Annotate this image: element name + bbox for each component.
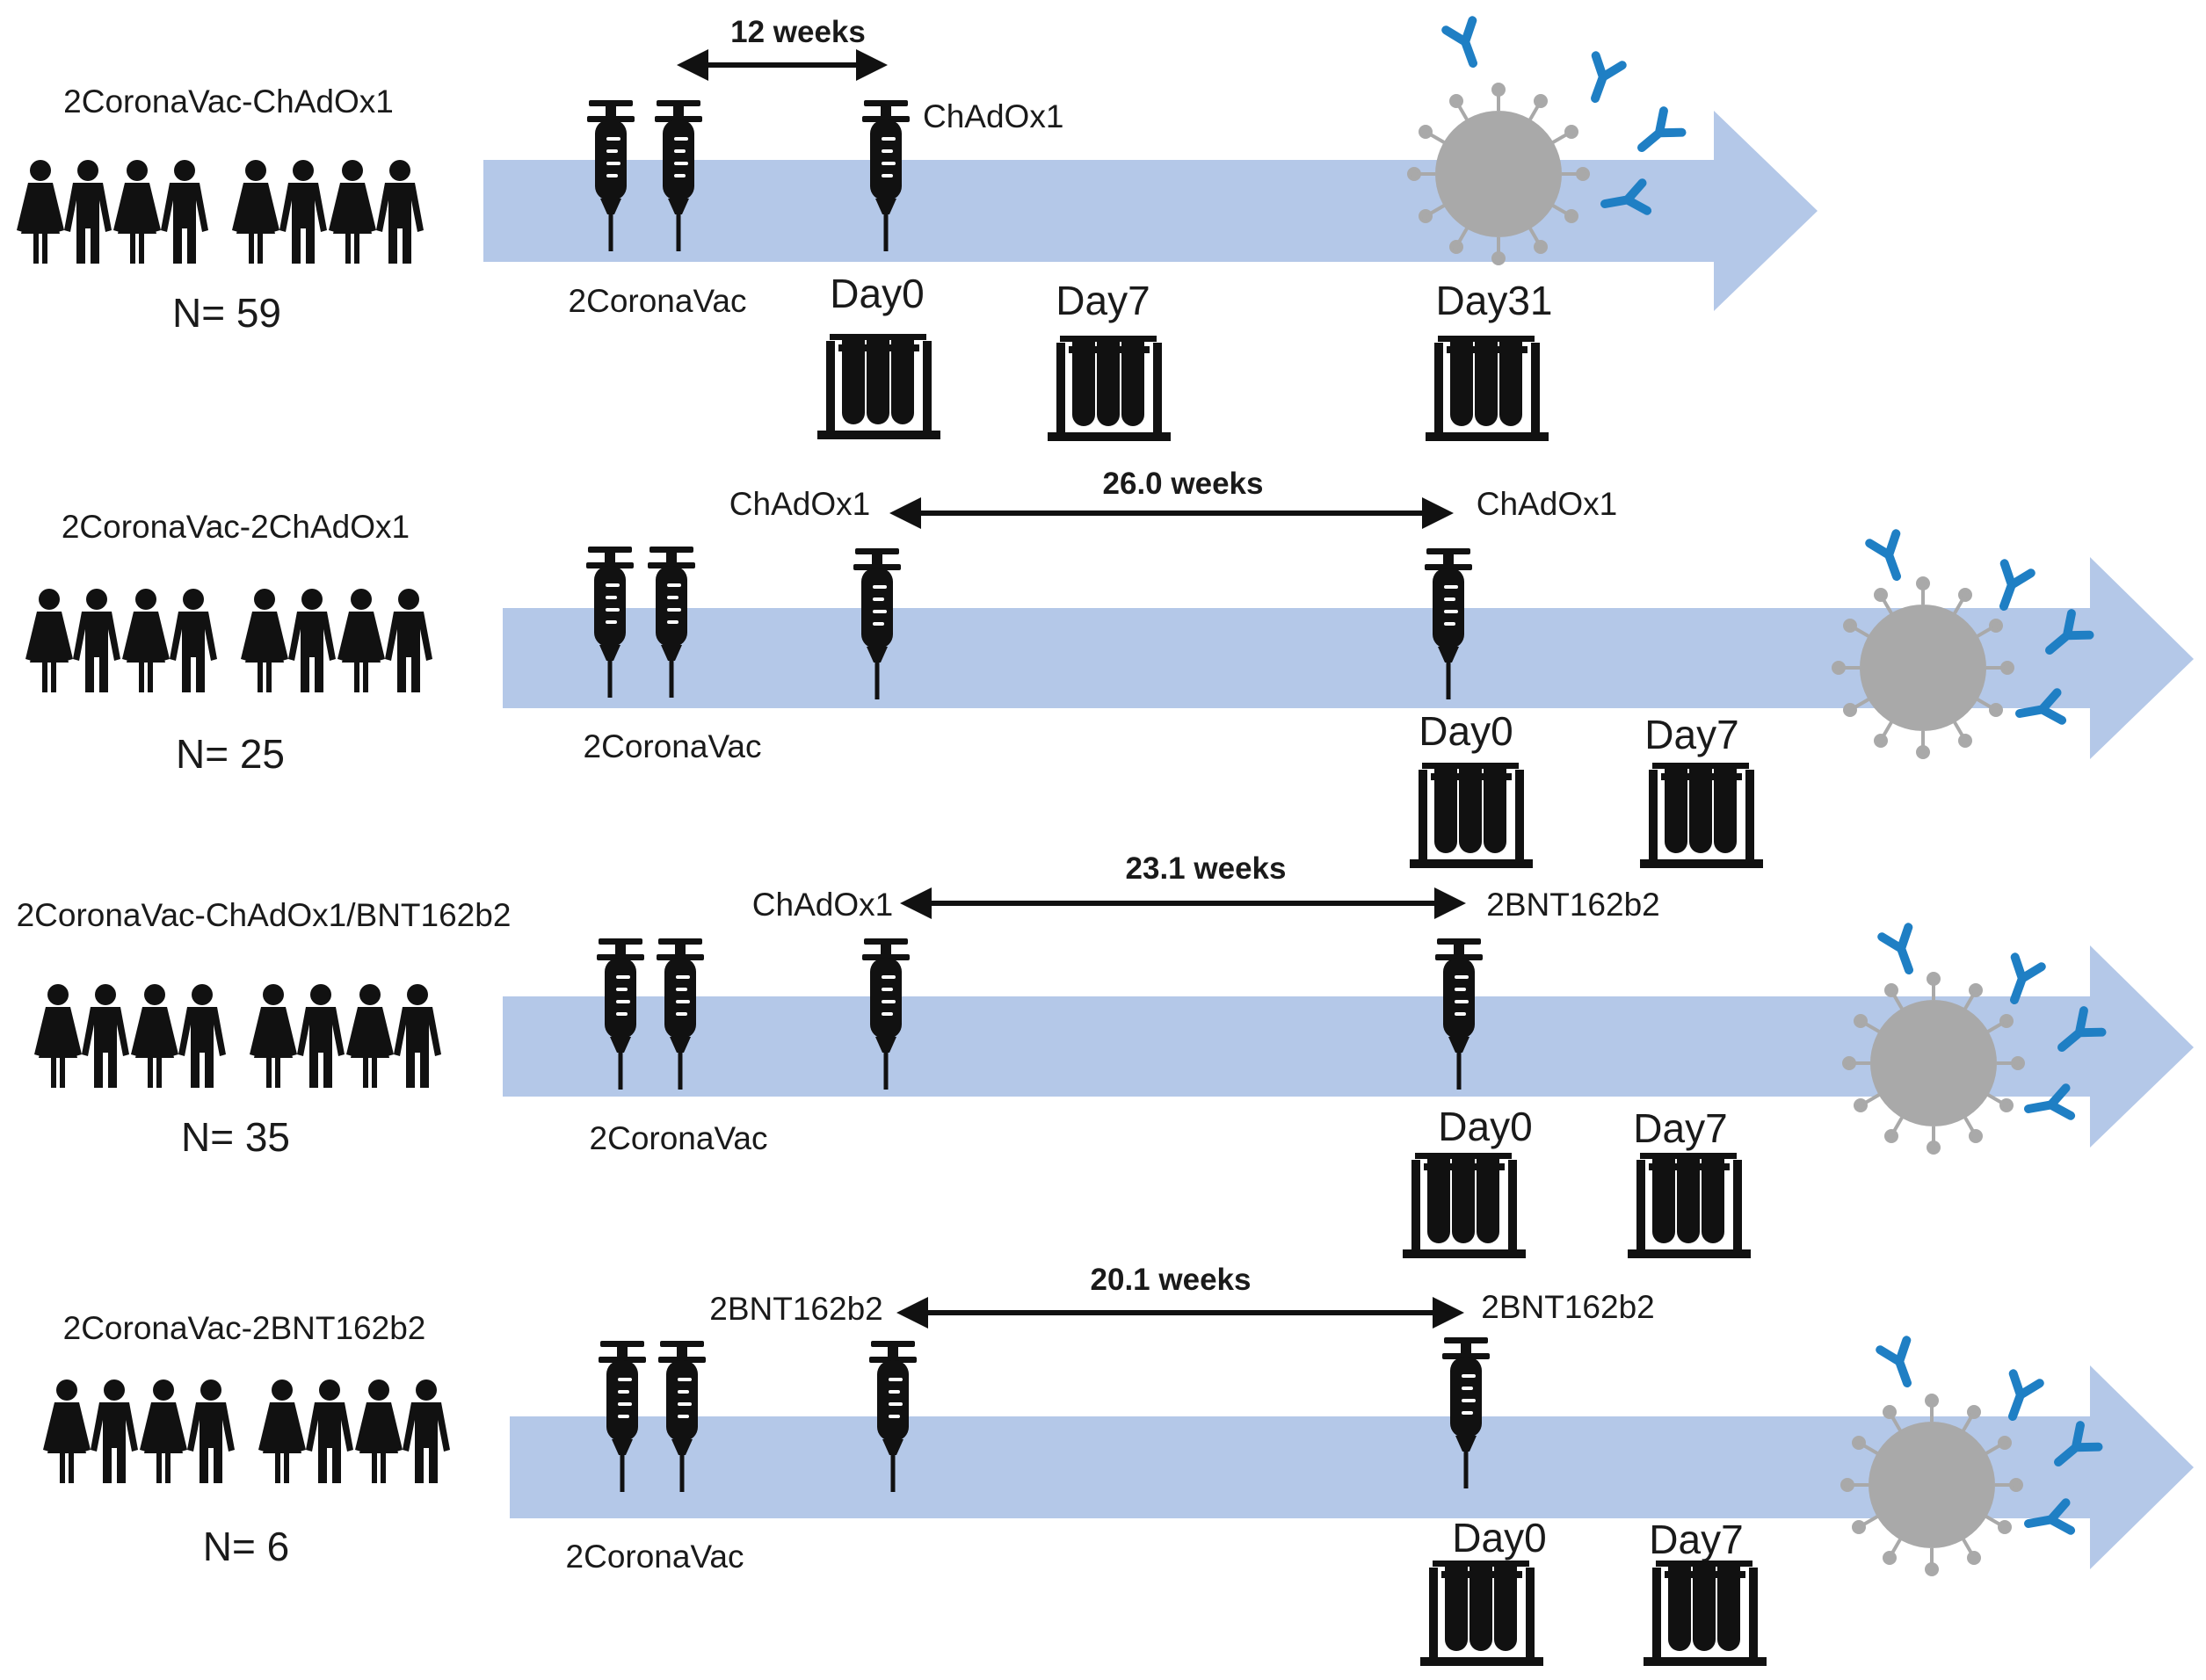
people-icon	[25, 589, 432, 692]
test-tube-rack-icon	[1410, 763, 1533, 868]
test-tube-rack-icon	[1420, 1561, 1543, 1666]
test-tube-rack-icon	[1640, 763, 1763, 868]
people-icon	[17, 160, 424, 264]
antibody-icon	[1869, 533, 1910, 581]
group-n-label: N= 35	[181, 1114, 290, 1160]
booster-label: ChAdOx1	[1477, 486, 1617, 522]
timeline-arrow	[503, 557, 2194, 759]
antibody-icon	[1633, 111, 1682, 158]
booster-label: ChAdOx1	[923, 98, 1063, 134]
sample-day-label: Day7	[1644, 712, 1738, 757]
test-tube-rack-icon	[1426, 336, 1549, 441]
timeline-arrow	[510, 1365, 2194, 1569]
first-vaccine-label: ChAdOx1	[752, 887, 893, 923]
prior-doses-label: 2CoronaVac	[569, 283, 747, 319]
timeline-arrow	[503, 945, 2194, 1148]
antibody-icon	[1999, 1373, 2040, 1421]
group-1: 2CoronaVac-ChAdOx1 N= 59 2CoronaVac ChAd…	[17, 15, 1818, 441]
sample-day-label: Day0	[1419, 708, 1513, 754]
group-name: 2CoronaVac-2BNT162b2	[63, 1310, 426, 1346]
test-tube-rack-icon	[1048, 336, 1171, 441]
first-vaccine-label: ChAdOx1	[729, 486, 870, 522]
antibody-icon	[1991, 563, 2031, 611]
group-n-label: N= 6	[203, 1524, 289, 1569]
sample-day-label: Day0	[1438, 1104, 1532, 1149]
group-3: 2CoronaVac-ChAdOx1/BNT162b2 N= 35 2Coron…	[17, 851, 2194, 1258]
people-icon	[34, 984, 441, 1088]
antibody-icon	[1446, 20, 1486, 68]
antibody-icon	[1882, 927, 1922, 974]
interval-label: 26.0 weeks	[1103, 467, 1264, 501]
sample-day-label: Day7	[1649, 1517, 1743, 1562]
prior-doses-label: 2CoronaVac	[590, 1120, 768, 1156]
people-icon	[43, 1379, 450, 1483]
first-vaccine-label: 2BNT162b2	[709, 1291, 882, 1327]
virus-icon	[1832, 576, 2014, 759]
group-name: 2CoronaVac-ChAdOx1/BNT162b2	[17, 897, 512, 933]
test-tube-rack-icon	[1403, 1153, 1526, 1258]
interval-label: 23.1 weeks	[1126, 851, 1287, 886]
group-n-label: N= 59	[172, 290, 281, 336]
sample-day-label: Day7	[1633, 1105, 1727, 1151]
test-tube-rack-icon	[1628, 1153, 1751, 1258]
group-4: 2CoronaVac-2BNT162b2 N= 6 2CoronaVac 2BN…	[43, 1263, 2194, 1666]
interval-label: 12 weeks	[730, 15, 866, 49]
antibody-icon	[1582, 55, 1622, 103]
group-2: 2CoronaVac-2ChAdOx1 N= 25 2CoronaVac ChA…	[25, 467, 2194, 868]
booster-label: 2BNT162b2	[1486, 887, 1659, 923]
sample-day-label: Day7	[1056, 278, 1150, 323]
antibody-icon	[1880, 1340, 1920, 1387]
group-n-label: N= 25	[176, 731, 285, 777]
sample-day-label: Day31	[1436, 278, 1553, 323]
prior-doses-label: 2CoronaVac	[584, 728, 762, 764]
group-name: 2CoronaVac-2ChAdOx1	[62, 509, 410, 545]
prior-doses-label: 2CoronaVac	[566, 1539, 744, 1575]
sample-day-label: Day0	[1452, 1515, 1546, 1561]
test-tube-rack-icon	[1644, 1561, 1767, 1666]
test-tube-rack-icon	[817, 334, 940, 439]
sample-day-label: Day0	[830, 271, 924, 316]
booster-label: 2BNT162b2	[1481, 1289, 1654, 1325]
interval-label: 20.1 weeks	[1091, 1263, 1252, 1297]
group-name: 2CoronaVac-ChAdOx1	[63, 83, 394, 119]
